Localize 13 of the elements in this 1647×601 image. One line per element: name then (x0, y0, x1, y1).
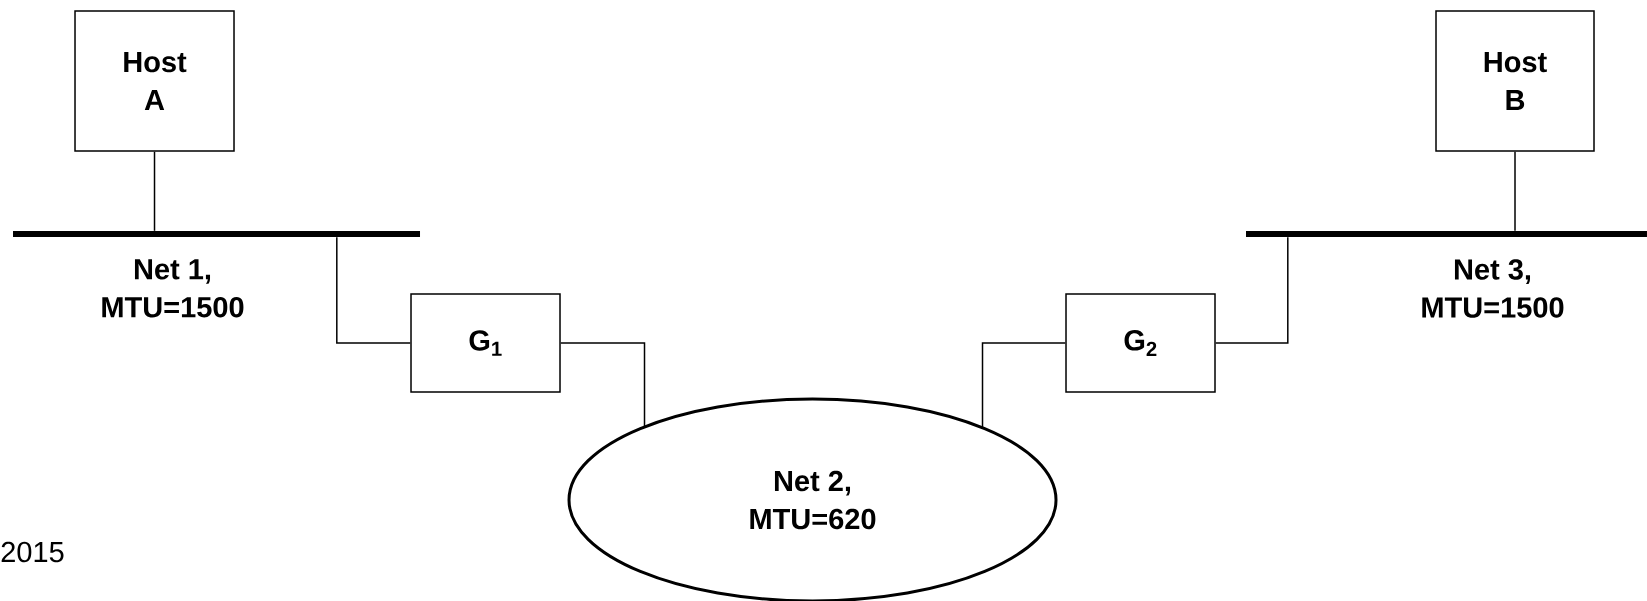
gateway-box: G$_{1}$ (410, 293, 561, 393)
host-box: Host A (74, 10, 235, 152)
year-text: 2015 (1, 541, 64, 563)
gateway-box: G$_{2}$ (1065, 293, 1216, 393)
host-box: Host B (1435, 10, 1595, 152)
connector-line (981, 342, 1066, 429)
connector-line (1514, 151, 1516, 232)
network-label: Net 1, MTU=1500 (102, 259, 244, 318)
connector-line (560, 342, 646, 428)
network-label: Net 3, MTU=1500 (1422, 259, 1564, 318)
connector-line (1215, 236, 1289, 344)
connector-line (336, 236, 411, 344)
connector-line (153, 151, 156, 232)
